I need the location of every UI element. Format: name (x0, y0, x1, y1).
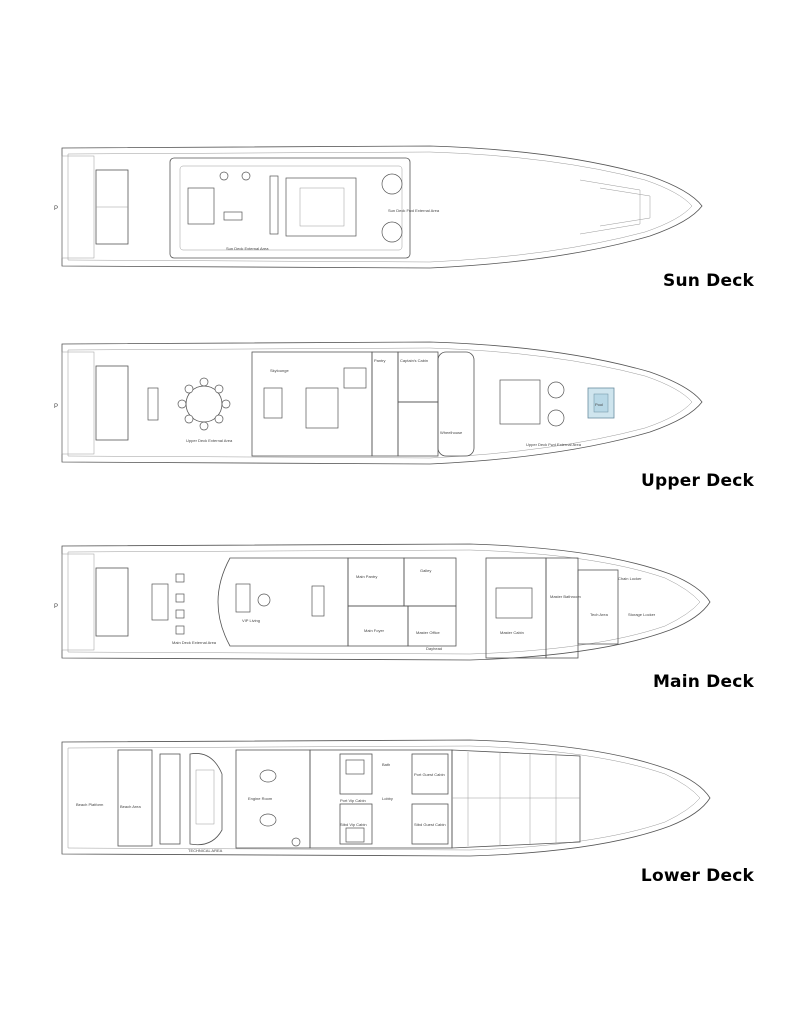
lower-deck-label-3: Engine Room (248, 796, 273, 801)
upper-deck-label-4: Upper Deck External Area (186, 438, 233, 443)
main-deck-label-2: Main Pantry (356, 574, 377, 579)
main-deck-label-6: Master Cabin (500, 630, 524, 635)
lower-deck-label-7: Stbd Guest Cabin (414, 822, 446, 827)
lower-deck-label-4: Port Vip Cabin (340, 798, 366, 803)
svg-text:P: P (54, 604, 58, 610)
sun-deck-label-0: Sun Deck External Area (226, 246, 269, 251)
upper-deck-label-6: Pool (595, 402, 603, 407)
lower-deck-label-0: Beach Platform (76, 802, 104, 807)
upper-deck-section: Skylounge Pantry Captain's Cabin Wheelho… (0, 338, 800, 498)
main-deck-plan: Main Deck External Area VIP Living Main … (54, 543, 711, 661)
lower-deck-label-5: Stbd Vip Cabin (340, 822, 367, 827)
main-deck-label-11: Dayhead (426, 646, 442, 651)
main-deck-label-5: Master Office (416, 630, 440, 635)
upper-deck-label-1: Pantry (374, 358, 386, 363)
upper-deck-label-0: Skylounge (270, 368, 289, 373)
lower-deck-label-1: Beach Area (120, 804, 141, 809)
lower-deck-label-2: TECHNICAL AREA (188, 848, 223, 853)
main-deck-label-4: Main Foyer (364, 628, 385, 633)
lower-deck-title: Lower Deck (640, 866, 754, 886)
lower-deck-label-8: Lobby (382, 796, 393, 801)
upper-deck-label-3: Wheelhouse (440, 430, 463, 435)
main-deck-label-3: Galley (420, 568, 431, 573)
main-deck-label-1: VIP Living (242, 618, 260, 623)
sun-deck-section: Sun Deck External Area Sun Deck Fwd Exte… (0, 140, 800, 300)
main-deck-title: Main Deck (652, 672, 754, 692)
upper-deck-title: Upper Deck (641, 471, 754, 491)
main-deck-label-7: Master Bathroom (550, 594, 581, 599)
main-deck-label-8: Tech Area (590, 612, 609, 617)
sun-deck-label-1: Sun Deck Fwd External Area (388, 208, 440, 213)
lower-deck-label-9: Bath (382, 762, 390, 767)
lower-deck-plan: Beach Platform Beach Area TECHNICAL AREA… (61, 739, 711, 857)
main-deck-label-10: Storage Locker (628, 612, 656, 617)
upper-deck-label-5: Upper Deck Fwd External Area (526, 442, 582, 447)
sun-deck-title: Sun Deck (663, 271, 754, 291)
main-deck-label-0: Main Deck External Area (172, 640, 217, 645)
main-deck-label-9: Chain Locker (618, 576, 642, 581)
svg-text:P: P (54, 404, 58, 410)
lower-deck-label-6: Port Guest Cabin (414, 772, 445, 777)
svg-text:P: P (54, 206, 58, 212)
main-deck-section: Main Deck External Area VIP Living Main … (0, 540, 800, 700)
lower-deck-section: Beach Platform Beach Area TECHNICAL AREA… (0, 730, 800, 900)
upper-deck-plan: Skylounge Pantry Captain's Cabin Wheelho… (54, 341, 703, 465)
upper-deck-label-2: Captain's Cabin (400, 358, 428, 363)
sun-deck-plan: Sun Deck External Area Sun Deck Fwd Exte… (54, 145, 703, 269)
